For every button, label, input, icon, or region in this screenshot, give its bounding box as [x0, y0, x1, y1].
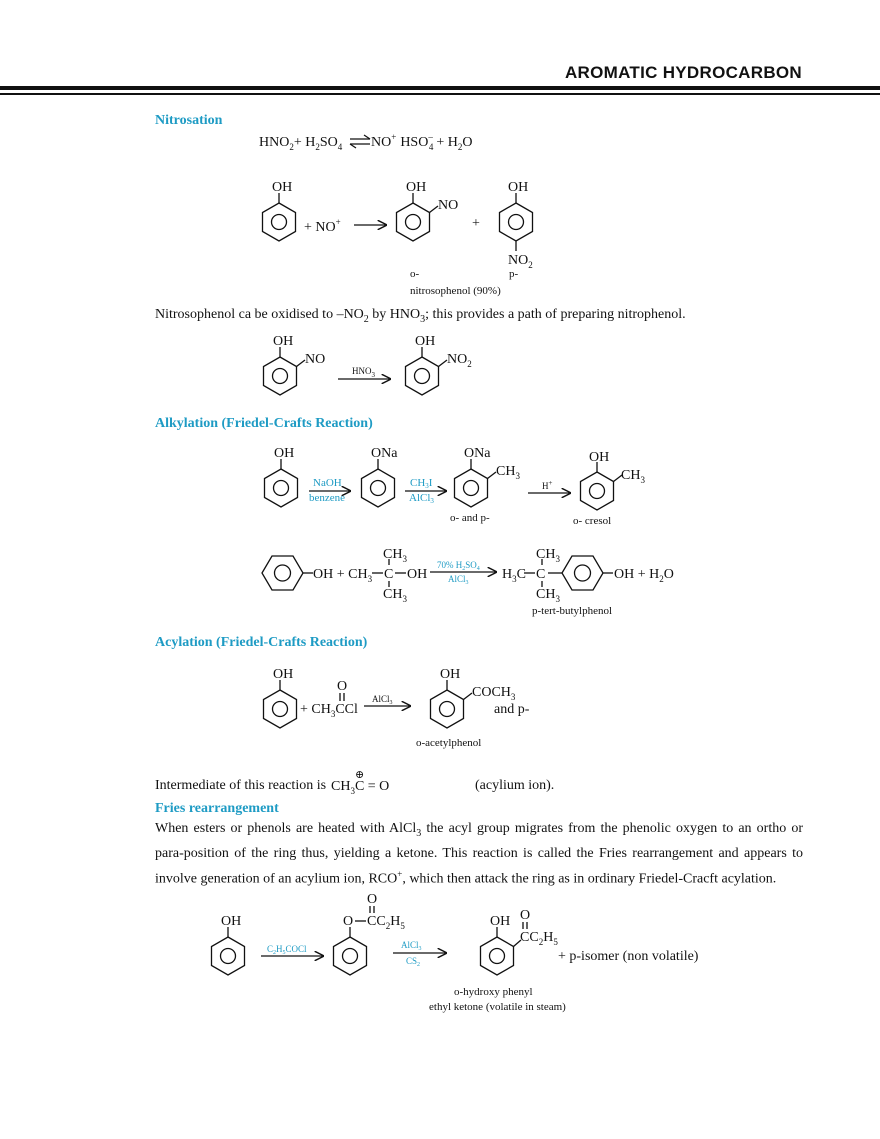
- oxidation-product: OH NO2: [404, 334, 472, 396]
- acyl-product: OH COCH3 and p-: [429, 667, 530, 729]
- fries-phenol: OH: [210, 914, 246, 976]
- svg-text:O: O: [337, 679, 347, 694]
- svg-text:ONa: ONa: [464, 446, 491, 461]
- heading-fries: Fries rearrangement: [155, 801, 279, 816]
- label-o-cresol: o- cresol: [573, 515, 611, 527]
- label-ethyl-ketone: ethyl ketone (volatile in steam): [429, 1001, 566, 1013]
- svg-text:CH3: CH3: [496, 464, 520, 481]
- svg-text:OH: OH: [221, 914, 241, 929]
- svg-text:OH: OH: [490, 914, 510, 929]
- intermediate-suffix: (acylium ion).: [475, 778, 555, 793]
- svg-text:CH3: CH3: [383, 547, 407, 564]
- alkyl-methyl-phenoxide: ONa CH3: [453, 446, 520, 508]
- svg-text:OH: OH: [272, 180, 292, 195]
- reagent-naoh: NaOH: [313, 477, 342, 489]
- reagent-alcl3: AlCl3: [409, 492, 434, 505]
- svg-text:CH3: CH3: [383, 587, 407, 604]
- fries-product: OH CC2H5 O + p-isomer (non volatile): [479, 908, 699, 976]
- svg-text:⊕: ⊕: [355, 769, 364, 781]
- alkyl2-product: H3C C CH3 CH3 OH + H2O: [502, 547, 674, 604]
- alkyl2-phenol: [261, 555, 313, 591]
- nitrosation-plus: +: [472, 216, 480, 231]
- svg-text:HNO2+ H2SO4: HNO2+ H2SO4: [259, 135, 343, 152]
- reagent-cs2: CS2: [406, 956, 420, 968]
- svg-text:COCH3: COCH3: [472, 685, 516, 702]
- svg-text:OH: OH: [274, 446, 294, 461]
- reagent-alcl3-2: AlCl3: [448, 574, 469, 586]
- svg-text:ONa: ONa: [371, 446, 398, 461]
- label-o-and-p: o- and p-: [450, 512, 490, 524]
- label-p-tert-butylphenol: p-tert-butylphenol: [532, 605, 612, 617]
- svg-text:O: O: [343, 914, 353, 929]
- reagent-h-plus: H+: [542, 479, 553, 491]
- reagent-alcl3-acyl: AlCl3: [372, 694, 393, 706]
- intermediate-note: Intermediate of this reaction is: [155, 778, 327, 793]
- svg-text:OH: OH: [415, 334, 435, 349]
- alkyl-o-cresol: OH CH3: [579, 450, 645, 511]
- label-p: p-: [509, 268, 519, 280]
- svg-text:O: O: [520, 908, 530, 923]
- nitrosation-product-ortho: OH NO: [395, 180, 458, 242]
- svg-text:OH: OH: [407, 567, 427, 582]
- header-rule-thin: [0, 93, 880, 95]
- label-o: o-: [410, 268, 420, 280]
- nitrosation-equation: HNO2+ H2SO4 NO+HSO–4+ H2O: [259, 132, 472, 152]
- oxidation-reagent: HNO3: [352, 366, 376, 379]
- nitrosation-reactant-phenol: OH + NO+: [261, 180, 341, 242]
- svg-text:OH: OH: [508, 180, 528, 195]
- nitrosophenol-note: Nitrosophenol ca be oxidised to –NO2 by …: [155, 307, 686, 325]
- reagent-propionyl-chloride: C2H5COCl: [267, 944, 307, 956]
- svg-text:+ NO+: + NO+: [304, 217, 341, 235]
- reagent-alcl3-fries: AlCl3: [401, 940, 422, 952]
- svg-text:C: C: [536, 567, 545, 582]
- alkyl-phenol: OH: [263, 446, 299, 508]
- fries-ester: O CC2H5 O: [332, 892, 405, 976]
- svg-text:C: C: [384, 567, 393, 582]
- reagent-h2so4: 70% H2SO4: [437, 560, 480, 572]
- svg-text:+ CH3CCl: + CH3CCl: [300, 702, 358, 719]
- svg-text:NO2: NO2: [508, 253, 533, 270]
- svg-text:CH3: CH3: [536, 547, 560, 564]
- svg-text:CH3: CH3: [536, 587, 560, 604]
- alkyl2-tert-butyl-alcohol: C OH CH3 CH3: [372, 547, 427, 604]
- svg-text:O: O: [367, 892, 377, 907]
- acylium-ion: CH3C = O ⊕: [331, 769, 389, 796]
- page-header-title: AROMATIC HYDROCARBON: [564, 63, 802, 82]
- nitrosation-product-para: OH NO2: [498, 180, 534, 270]
- svg-text:+ p-isomer (non volatile): + p-isomer (non volatile): [558, 949, 699, 964]
- svg-text:CC2H5: CC2H5: [367, 914, 405, 931]
- label-o-hydroxy-phenyl: o-hydroxy phenyl: [454, 986, 533, 998]
- reagent-benzene: benzene: [309, 492, 345, 504]
- svg-text:CC2H5: CC2H5: [520, 930, 558, 947]
- reagent-ch3i: CH3I: [410, 477, 433, 490]
- svg-text:NO: NO: [305, 352, 325, 367]
- svg-text:OH: OH: [406, 180, 426, 195]
- heading-nitrosation: Nitrosation: [155, 113, 223, 128]
- heading-acylation: Acylation (Friedel-Crafts Reaction): [155, 635, 368, 650]
- svg-text:OH: OH: [273, 667, 293, 682]
- svg-text:H3C: H3C: [502, 567, 526, 584]
- oxidation-reactant: OH NO: [262, 334, 325, 396]
- svg-text:OH: OH: [589, 450, 609, 465]
- heading-alkylation: Alkylation (Friedel-Crafts Reaction): [155, 416, 373, 431]
- acyl-phenol: OH: [262, 667, 298, 729]
- svg-text:OH + H2O: OH + H2O: [614, 567, 674, 584]
- label-nitrosophenol: nitrosophenol (90%): [410, 285, 501, 297]
- svg-text:NO+HSO–4+ H2O: NO+HSO–4+ H2O: [371, 132, 472, 152]
- svg-text:NO: NO: [438, 198, 458, 213]
- svg-text:NO2: NO2: [447, 352, 472, 369]
- alkyl-sodium-phenoxide: ONa: [360, 446, 398, 508]
- alkyl2-oh-plus: OH + CH3: [313, 567, 373, 584]
- svg-text:OH: OH: [273, 334, 293, 349]
- acyl-acetyl-chloride: + CH3CCl O: [300, 679, 358, 719]
- svg-text:CH3: CH3: [621, 468, 645, 485]
- svg-text:CH3C = O: CH3C = O: [331, 779, 389, 796]
- svg-text:and p-: and p-: [494, 702, 530, 717]
- fries-paragraph: When esters or phenols are heated with A…: [155, 821, 803, 887]
- svg-text:OH: OH: [440, 667, 460, 682]
- header-rule-thick: [0, 86, 880, 90]
- label-o-acetylphenol: o-acetylphenol: [416, 737, 481, 749]
